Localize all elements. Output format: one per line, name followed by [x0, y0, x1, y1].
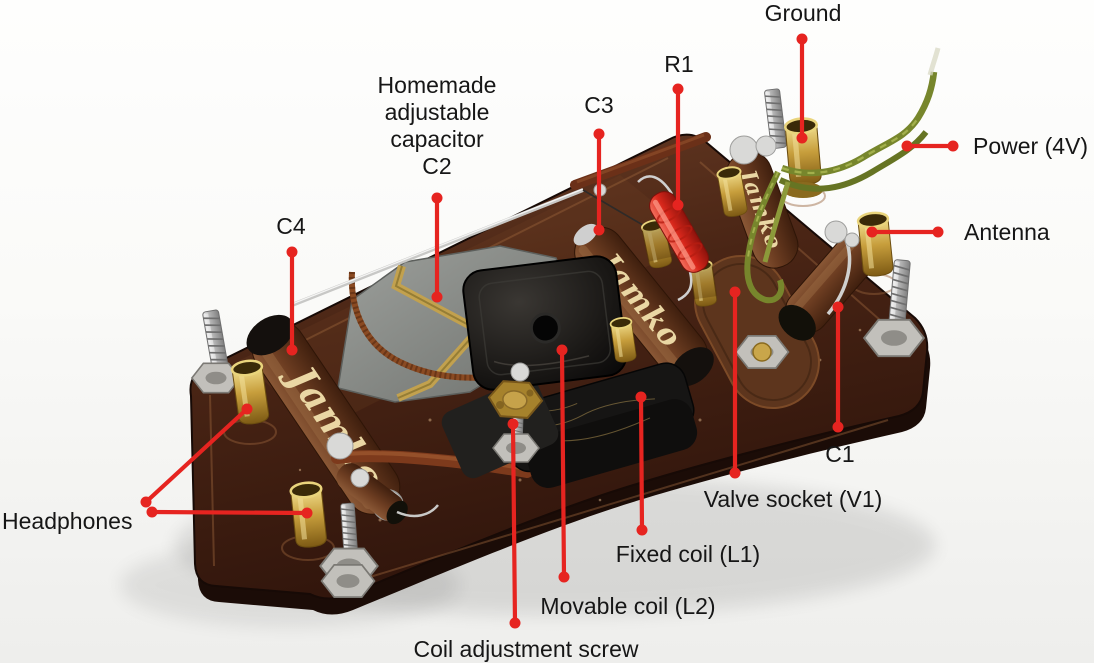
label-power: Power (4V) [973, 133, 1089, 159]
mounting-screw-left [191, 308, 241, 394]
callout-movable-coil [556, 344, 570, 583]
label-ground: Ground [764, 0, 842, 26]
label-movable-coil: Movable coil (L2) [540, 593, 716, 619]
callout-c1 [832, 301, 844, 433]
wax-tube [331, 450, 533, 478]
callout-ground [796, 33, 808, 144]
component-lead [396, 504, 439, 518]
label-r1: R1 [664, 51, 694, 77]
solder-blobs [326, 135, 860, 488]
callout-fixed-coil [635, 391, 648, 536]
callout-c2 [431, 192, 443, 303]
callout-c4 [286, 246, 298, 356]
callout-valve-socket [729, 286, 741, 479]
label-c4: C4 [276, 213, 306, 239]
annotation-callouts [140, 33, 959, 629]
label-fixed-coil: Fixed coil (L1) [615, 541, 761, 567]
callout-r1 [672, 83, 684, 211]
antenna-terminal [856, 210, 896, 279]
callout-power [901, 140, 959, 152]
label-c2: Homemade adjustable capacitor C2 [377, 72, 497, 179]
coil-center-hole [529, 312, 561, 344]
power-wires-green [744, 47, 941, 304]
callout-headphones [140, 403, 313, 519]
callout-coil-screw [507, 418, 521, 629]
callout-antenna [866, 226, 944, 238]
label-antenna: Antenna [964, 219, 1050, 245]
pad-center-rivet [752, 342, 772, 362]
resistor-r1 [637, 175, 709, 302]
brown-rod [570, 132, 711, 190]
label-headphones: Headphones [2, 508, 133, 534]
label-c3: C3 [584, 92, 614, 118]
label-coil-screw: Coil adjustment screw [413, 636, 639, 662]
coil-adjustment-screw [487, 380, 544, 463]
callout-c3 [593, 128, 605, 236]
label-valve-socket: Valve socket (V1) [703, 486, 883, 512]
movable-coil-l2 [462, 255, 628, 391]
label-c1: C1 [825, 441, 855, 467]
